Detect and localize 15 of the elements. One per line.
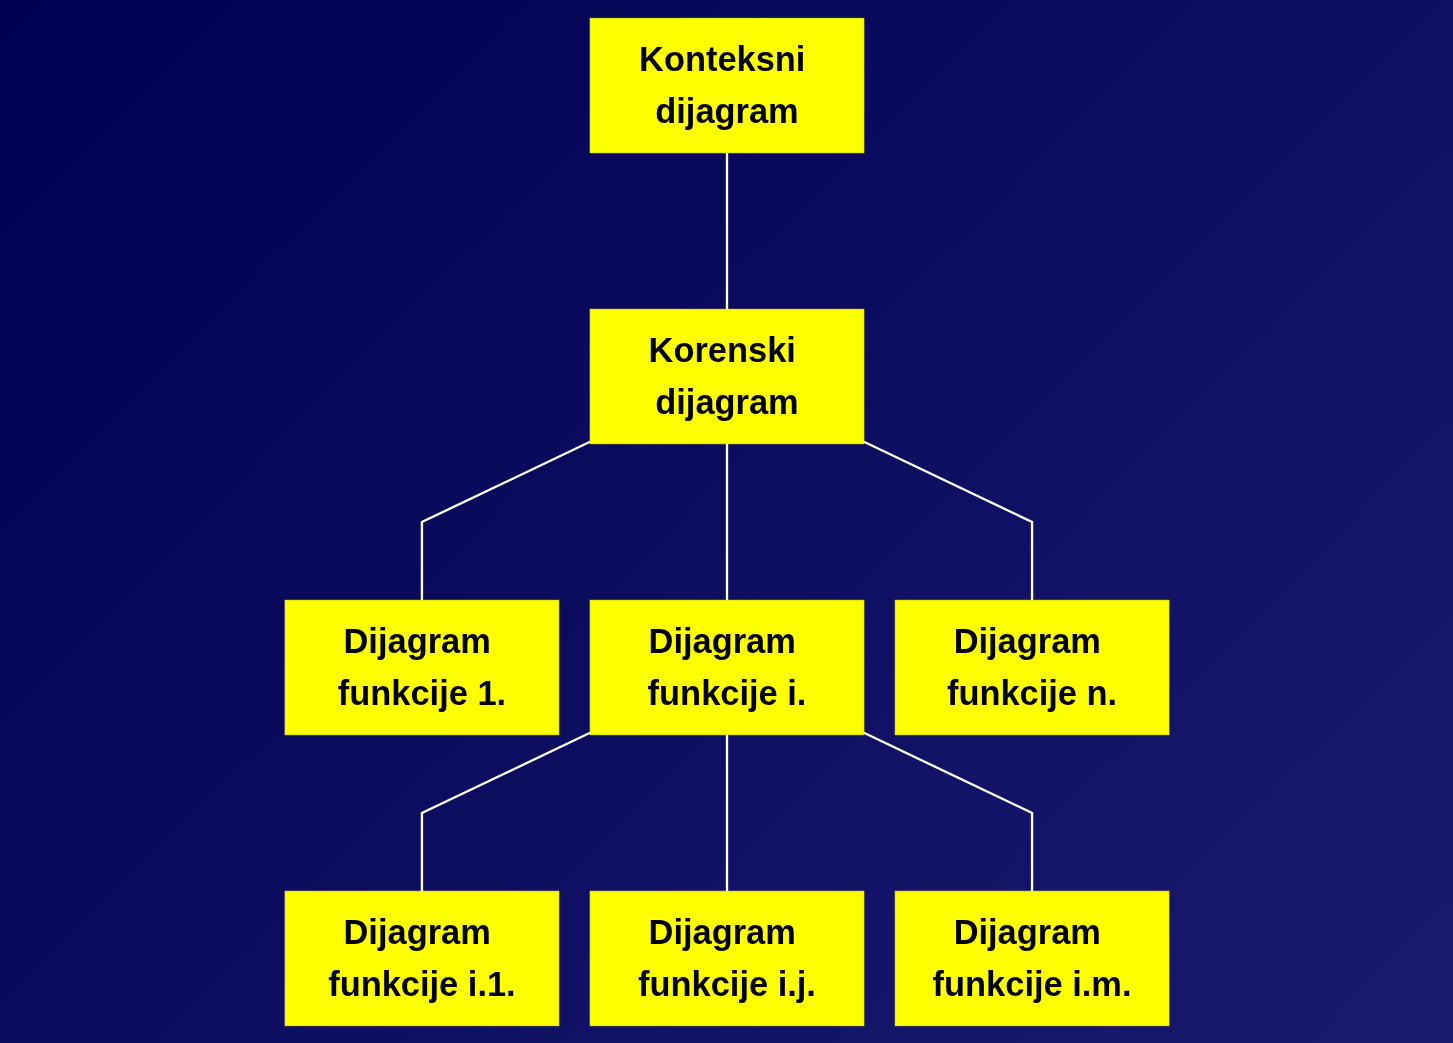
node-box: Dijagram funkcije n. xyxy=(894,599,1169,735)
node-box: Dijagram funkcije i. xyxy=(589,599,864,735)
node-box: Korenski dijagram xyxy=(589,308,864,444)
node-box: Konteksni dijagram xyxy=(589,17,864,153)
node-box: Dijagram funkcije i.j. xyxy=(589,890,864,1026)
connector xyxy=(420,440,591,600)
node-box: Dijagram funkcije i.m. xyxy=(894,890,1169,1026)
connector xyxy=(725,734,728,891)
connector xyxy=(725,443,728,600)
connector xyxy=(725,152,728,309)
connector xyxy=(862,731,1033,891)
connector xyxy=(420,731,591,891)
node-box: Dijagram funkcije i.1. xyxy=(284,890,559,1026)
connector xyxy=(862,440,1033,600)
node-box: Dijagram funkcije 1. xyxy=(284,599,559,735)
